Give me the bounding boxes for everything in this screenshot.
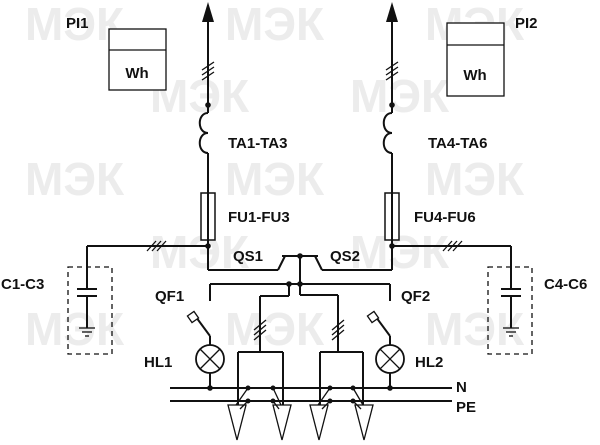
three-phase-marks bbox=[442, 240, 463, 252]
switch-qs1: QS1 bbox=[208, 248, 286, 271]
breaker-contact-icon bbox=[375, 316, 391, 337]
current-transformer-coil-icon bbox=[198, 112, 209, 154]
watermark-text: МЭК bbox=[225, 303, 325, 355]
watermark-text: МЭК bbox=[150, 70, 250, 122]
meter-box bbox=[446, 22, 505, 97]
watermark-text: МЭК bbox=[25, 153, 125, 205]
watermark-text: МЭК bbox=[25, 303, 125, 355]
switch-label: QS1 bbox=[233, 248, 263, 265]
lamp-label: HL1 bbox=[144, 354, 172, 371]
junction-dot bbox=[205, 102, 211, 108]
three-phase-marks bbox=[331, 319, 345, 341]
left-feeder bbox=[198, 2, 216, 270]
switch-qs2: QS2 bbox=[314, 248, 392, 271]
current-transformer-coil-icon bbox=[382, 112, 393, 154]
capacitor-left: C1-C3 bbox=[1, 240, 211, 355]
three-phase-marks bbox=[253, 319, 267, 341]
lamp-hl2: HL2 bbox=[375, 344, 443, 391]
switch-blade-icon bbox=[314, 255, 323, 271]
outgoing-circuits bbox=[227, 295, 374, 441]
meter-tag: PI2 bbox=[515, 15, 538, 32]
watermark-text: МЭК bbox=[225, 0, 325, 50]
ground-icon bbox=[503, 327, 519, 337]
up-arrow-icon bbox=[202, 2, 214, 22]
switch-label: QS2 bbox=[330, 248, 360, 265]
breaker-label: QF1 bbox=[155, 288, 184, 305]
switch-blade-icon bbox=[277, 255, 286, 271]
load-triangle-icon bbox=[309, 387, 331, 441]
fuse-label-right: FU4-FU6 bbox=[414, 209, 476, 226]
watermark-text: МЭК bbox=[225, 153, 325, 205]
three-phase-marks bbox=[146, 240, 167, 252]
up-arrow-icon bbox=[386, 2, 398, 22]
three-phase-marks bbox=[385, 61, 399, 81]
pe-bus: PE bbox=[170, 399, 476, 416]
right-feeder bbox=[382, 2, 400, 270]
meter-unit: Wh bbox=[463, 67, 486, 84]
breaker-label: QF2 bbox=[401, 288, 430, 305]
ground-icon bbox=[79, 327, 95, 337]
meter-unit: Wh bbox=[125, 65, 148, 82]
ct-label-left: TA1-TA3 bbox=[228, 135, 287, 152]
meter-pi1: Wh PI1 bbox=[66, 15, 167, 91]
load-triangle-icon bbox=[227, 387, 249, 441]
bus-label-pe: PE bbox=[456, 399, 476, 416]
capacitor-label: C1-C3 bbox=[1, 276, 44, 293]
capacitor-enclosure bbox=[67, 266, 113, 355]
capacitor-label: C4-C6 bbox=[544, 276, 587, 293]
ct-label-right: TA4-TA6 bbox=[428, 135, 487, 152]
watermark-text: МЭК bbox=[350, 70, 450, 122]
common-bus bbox=[209, 253, 391, 297]
breaker-qf1: QF1 bbox=[155, 288, 211, 345]
meter-pi2: Wh PI2 bbox=[446, 15, 538, 97]
neutral-bus: N bbox=[170, 379, 467, 396]
breaker-contact-icon bbox=[195, 316, 211, 337]
lamp-label: HL2 bbox=[415, 354, 443, 371]
watermark-text: МЭК bbox=[425, 153, 525, 205]
lamp-hl1: HL1 bbox=[144, 344, 225, 391]
capacitor-right: C4-C6 bbox=[389, 240, 587, 355]
junction-dot bbox=[389, 102, 395, 108]
meter-box bbox=[108, 28, 167, 91]
meter-tag: PI1 bbox=[66, 15, 89, 32]
breaker-qf2: QF2 bbox=[366, 288, 430, 345]
load-triangle-icon bbox=[272, 387, 292, 441]
watermarks: МЭК МЭК МЭК МЭК МЭК МЭК МЭК МЭК МЭК МЭК … bbox=[25, 0, 525, 355]
fuse-label-left: FU1-FU3 bbox=[228, 209, 290, 226]
junction-dot bbox=[297, 281, 303, 287]
bus-label-n: N bbox=[456, 379, 467, 396]
load-triangle-icon bbox=[352, 387, 374, 441]
three-phase-marks bbox=[201, 61, 215, 81]
watermark-text: МЭК bbox=[425, 303, 525, 355]
